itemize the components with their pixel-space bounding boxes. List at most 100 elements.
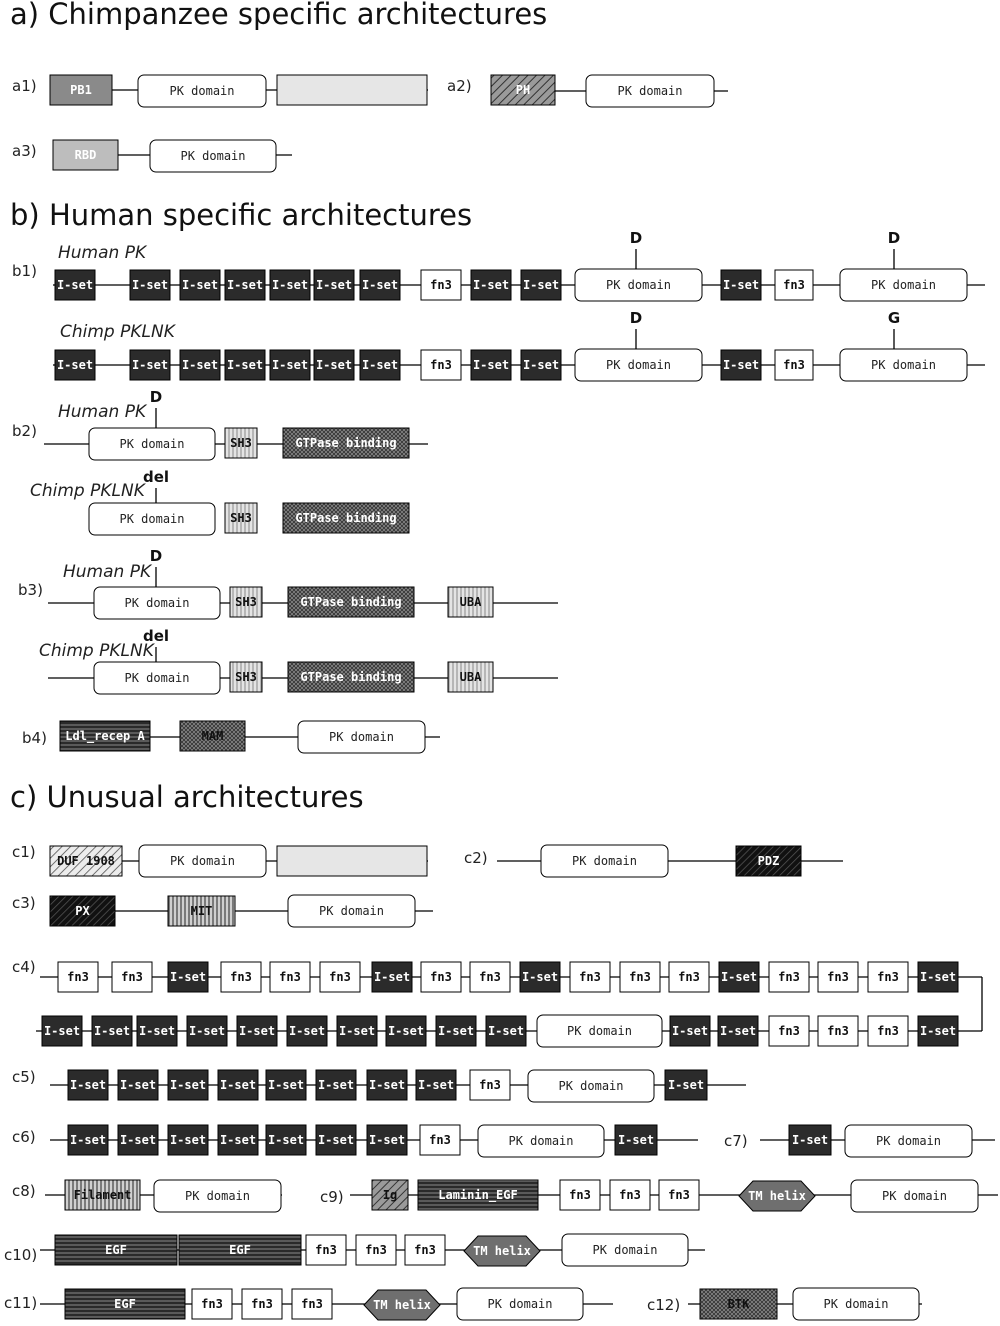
fn3-label: fn3 (877, 1024, 899, 1038)
iset-label: I-set (70, 1078, 106, 1092)
iset-label: I-set (318, 1078, 354, 1092)
pk-domain (792, 1287, 920, 1321)
ph-label: PH (516, 83, 530, 97)
pk-domain (88, 427, 216, 461)
mutation-marker-d: D (888, 229, 900, 247)
mutation-marker-g: G (888, 309, 900, 327)
iset-label: I-set (473, 358, 509, 372)
iset-domain (519, 961, 561, 993)
pk-domain (456, 1287, 584, 1321)
sh3-label: SH3 (230, 436, 252, 450)
iset-label: I-set (132, 358, 168, 372)
mam-domain (179, 720, 246, 752)
fn3-domain (559, 1179, 601, 1211)
fn3-domain (191, 1288, 233, 1320)
section-title-unusual: c) Unusual architectures (10, 780, 364, 814)
fn3-label: fn3 (783, 358, 805, 372)
fn3-label: fn3 (877, 970, 899, 984)
pk-domain (93, 586, 221, 620)
iset-label: I-set (182, 278, 218, 292)
pk-domain-label: PK domain (170, 854, 235, 868)
fn3-domain (658, 1179, 700, 1211)
iset-domain (669, 1015, 711, 1047)
iset-domain (385, 1015, 427, 1047)
fn3-label: fn3 (279, 970, 301, 984)
iset-label: I-set (473, 278, 509, 292)
pk-domain-label: PK domain (508, 1134, 573, 1148)
iset-domain (313, 349, 355, 381)
egf-label: EGF (229, 1243, 251, 1257)
duf-domain (49, 845, 123, 877)
iset-domain (366, 1124, 408, 1156)
iset-label: I-set (362, 278, 398, 292)
pk-domain (137, 74, 267, 108)
fn3-domain (420, 269, 462, 301)
iset-domain (265, 1069, 307, 1101)
fn3-label: fn3 (827, 1024, 849, 1038)
iset-domain (217, 1124, 259, 1156)
mutation-marker-del: del (143, 627, 169, 645)
iset-domain (313, 269, 355, 301)
pk-domain-label: PK domain (606, 278, 671, 292)
fn3-label: fn3 (783, 278, 805, 292)
pk-domain-label: PK domain (823, 1297, 888, 1311)
row-label-c10: c10) (4, 1246, 37, 1264)
uba-label: UBA (460, 670, 482, 684)
sh3-label: SH3 (230, 511, 252, 525)
iset-domain (917, 961, 959, 993)
iset-label: I-set (369, 1078, 405, 1092)
fn3-domain (469, 961, 511, 993)
iset-label: I-set (369, 1133, 405, 1147)
fn3-domain (768, 1015, 810, 1047)
fn3-label: fn3 (430, 970, 452, 984)
pk-domain (839, 268, 968, 302)
uba-label: UBA (460, 595, 482, 609)
duf-label: DUF 1908 (57, 854, 115, 868)
iset-domain (67, 1124, 109, 1156)
pk-domain-label: PK domain (319, 904, 384, 918)
pk-domain (149, 139, 277, 173)
fn3-label: fn3 (301, 1297, 323, 1311)
uba-domain (447, 661, 494, 693)
iset-label: I-set (44, 1024, 80, 1038)
gtpase-domain (282, 427, 410, 459)
gtpase-label: GTPase binding (295, 436, 396, 450)
iset-domain (371, 961, 413, 993)
fn3-label: fn3 (579, 970, 601, 984)
pk-domain-label: PK domain (329, 730, 394, 744)
uba-domain (447, 586, 494, 618)
ig-label: Ig (383, 1188, 397, 1202)
iset-domain (614, 1124, 658, 1156)
fn3-label: fn3 (414, 1243, 436, 1257)
pk-domain (585, 74, 715, 108)
iset-label: I-set (488, 1024, 524, 1038)
fn3-domain (569, 961, 611, 993)
fn3-label: fn3 (429, 1133, 451, 1147)
iset-label: I-set (57, 278, 93, 292)
filament-domain (64, 1179, 141, 1211)
gtpase-domain (282, 502, 410, 534)
fn3-domain (291, 1288, 333, 1320)
iset-label: I-set (723, 358, 759, 372)
gtpase-domain (287, 586, 415, 618)
section-title-chimpanzee: a) Chimpanzee specific architectures (10, 0, 547, 31)
row-label-c7: c7) (724, 1132, 748, 1150)
fn3-label: fn3 (678, 970, 700, 984)
fn3-domain (817, 961, 859, 993)
iset-label: I-set (120, 1078, 156, 1092)
fn3-label: fn3 (479, 1078, 501, 1092)
row-label-c6: c6) (12, 1128, 36, 1146)
pk-domain (88, 502, 216, 536)
fn3-domain (867, 1015, 909, 1047)
row-label-a1: a1) (12, 77, 37, 95)
fn3-domain (774, 349, 814, 381)
pb1-domain (49, 74, 113, 106)
fn3-label: fn3 (251, 1297, 273, 1311)
pk-domain (540, 844, 669, 878)
pk-domain-label: PK domain (119, 437, 184, 451)
iset-label: I-set (170, 1133, 206, 1147)
row-label-c9: c9) (320, 1188, 344, 1206)
iset-domain (520, 269, 562, 301)
iset-label: I-set (316, 358, 352, 372)
